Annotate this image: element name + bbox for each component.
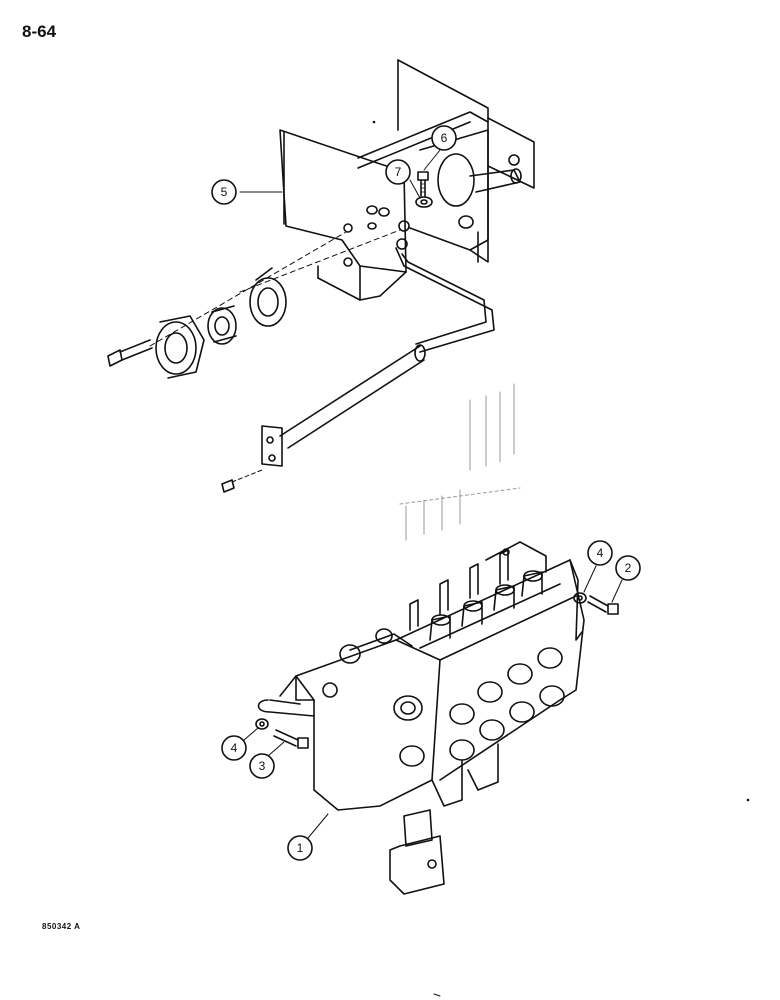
- pivot-parts: [107, 229, 401, 379]
- linkage-rod: [221, 247, 495, 493]
- callout-label-4-right: 4: [597, 546, 604, 560]
- callout-label-3: 3: [259, 759, 266, 773]
- callout-2: 2: [611, 555, 641, 603]
- callout-4-left: 4: [221, 727, 259, 761]
- callout-7: 7: [385, 159, 421, 199]
- cap-screw-3: [273, 729, 309, 749]
- callout-4-right: 4: [583, 540, 613, 593]
- callout-3: 3: [249, 741, 285, 779]
- callout-1: 1: [287, 813, 329, 861]
- page-marks: [372, 120, 750, 997]
- callout-label-4-left: 4: [231, 741, 238, 755]
- hardened-washer-4-left: [255, 718, 269, 730]
- lock-nut-7: [415, 196, 433, 208]
- callout-6: 6: [423, 125, 457, 171]
- control-valve: [257, 541, 585, 895]
- cap-screw-6: [417, 171, 429, 197]
- hardened-washer-4-right: [573, 592, 587, 604]
- callout-label-6: 6: [441, 131, 448, 145]
- figure-code: 850342 A: [42, 922, 81, 931]
- callout-label-5: 5: [221, 185, 228, 199]
- callout-label-2: 2: [625, 561, 632, 575]
- callout-5: 5: [211, 179, 283, 205]
- cap-screw-2: [587, 595, 619, 615]
- phantom-linkage: [399, 383, 521, 541]
- mounting-bracket: [279, 59, 535, 301]
- page-number: 8-64: [22, 22, 57, 41]
- callout-label-1: 1: [297, 841, 304, 855]
- callout-label-7: 7: [395, 165, 402, 179]
